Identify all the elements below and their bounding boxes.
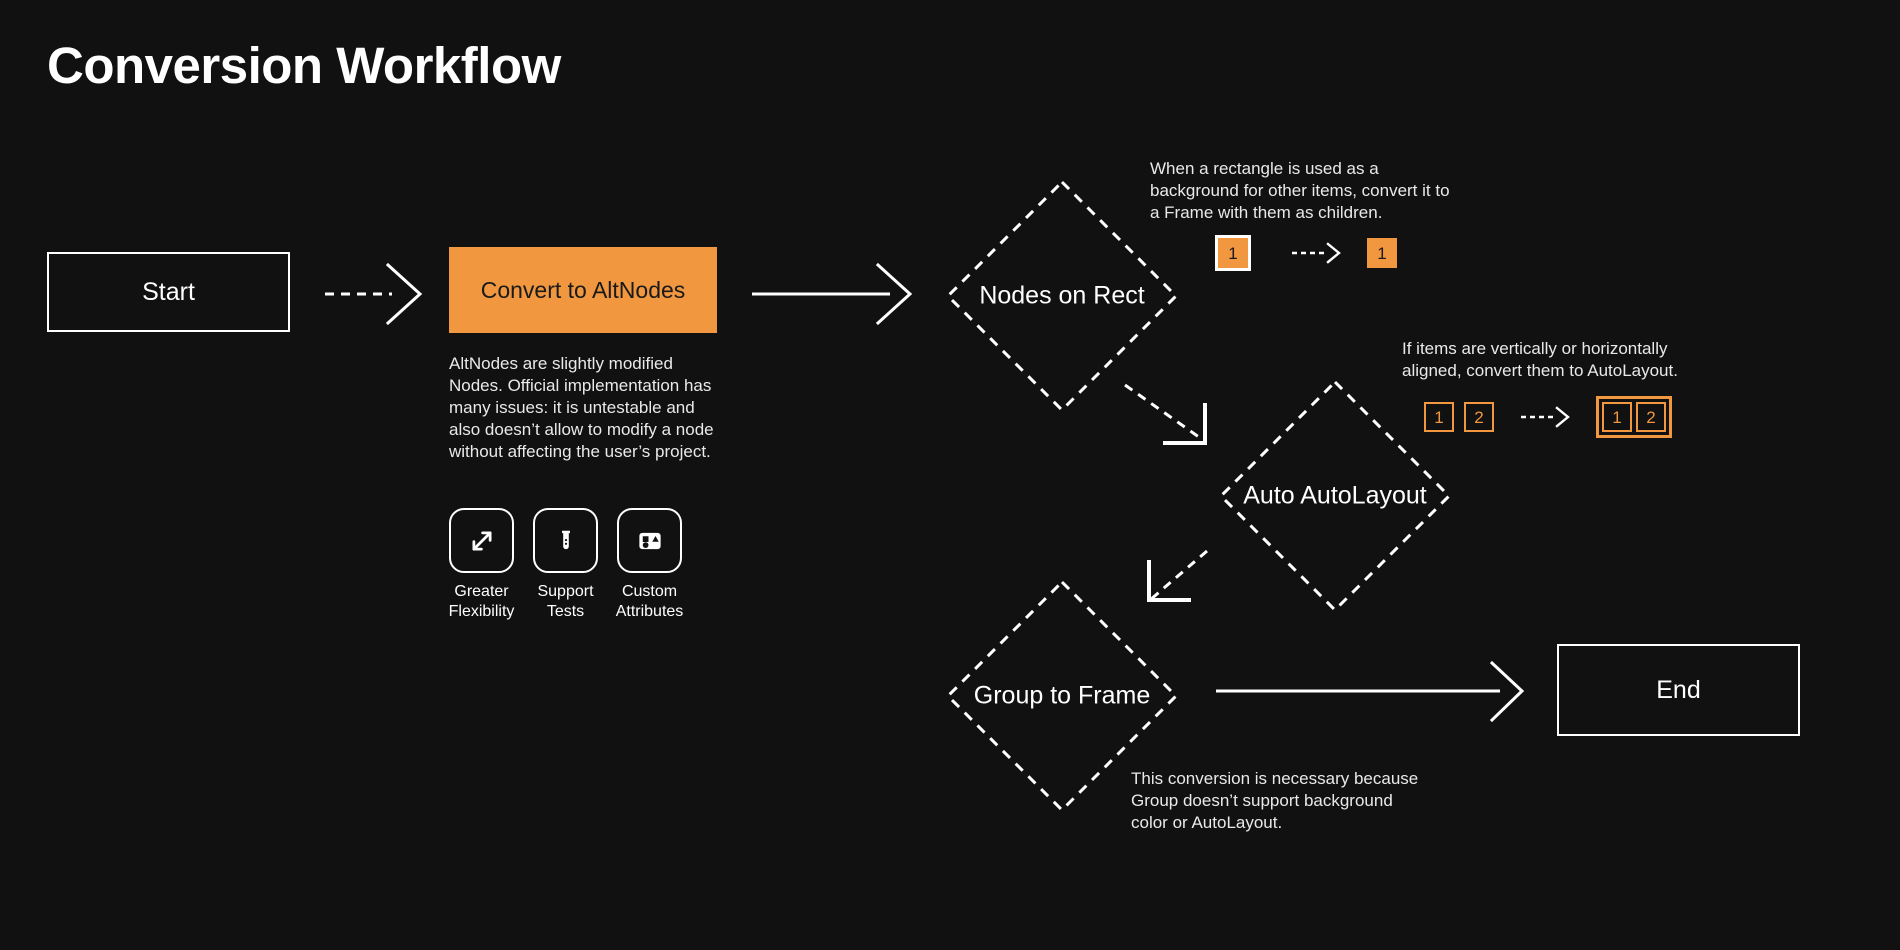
feature-custom-attributes[interactable]: Custom Attributes <box>615 508 684 622</box>
connector-convert-to-nodes-on-rect <box>752 262 913 326</box>
badge-before-2: 2 <box>1464 402 1494 432</box>
node-auto-autolayout-label: Auto AutoLayout <box>1243 481 1427 510</box>
badge-before-1: 1 <box>1215 235 1251 271</box>
node-auto-autolayout[interactable]: Auto AutoLayout <box>1217 378 1453 614</box>
connector-group-to-frame-to-end <box>1216 660 1525 723</box>
node-group-to-frame-label: Group to Frame <box>973 681 1151 710</box>
node-group-to-frame[interactable]: Group to Frame <box>944 578 1180 814</box>
node-end-label: End <box>1656 675 1701 704</box>
feature-list: Greater Flexibility Support Tests <box>449 508 684 622</box>
node-nodes-on-rect[interactable]: Nodes on Rect <box>944 178 1180 414</box>
node-start[interactable]: Start <box>47 252 290 332</box>
node-end[interactable]: End <box>1557 644 1800 736</box>
badge-after-group: 1 2 <box>1596 396 1672 438</box>
feature-chip <box>449 508 514 573</box>
feature-support-tests[interactable]: Support Tests <box>533 508 598 622</box>
feature-label: Custom Attributes <box>615 583 684 620</box>
page-title: Conversion Workflow <box>47 37 561 94</box>
feature-greater-flexibility[interactable]: Greater Flexibility <box>449 508 514 622</box>
note-nodes-on-rect: When a rectangle is used as a background… <box>1150 159 1450 222</box>
badge-illustration-auto-autolayout: 1 2 1 2 <box>1424 396 1672 438</box>
convert-description-text: AltNodes are slightly modified Nodes. Of… <box>449 354 714 461</box>
feature-chip <box>533 508 598 573</box>
note-group-to-frame: This conversion is necessary because Gro… <box>1131 769 1419 832</box>
node-convert-to-altnodes[interactable]: Convert to AltNodes <box>449 247 717 333</box>
badge-transform-arrow-icon <box>1292 242 1341 264</box>
node-start-label: Start <box>142 277 195 306</box>
badge-transform-arrow-icon <box>1521 406 1570 428</box>
badge-illustration-nodes-on-rect: 1 1 <box>1215 235 1397 271</box>
badge-after-1: 1 <box>1602 402 1632 432</box>
note-auto-autolayout: If items are vertically or horizontally … <box>1402 339 1678 380</box>
expand-arrows-icon <box>472 531 491 550</box>
badge-before-1: 1 <box>1424 402 1454 432</box>
connector-start-to-convert <box>325 262 423 326</box>
node-nodes-on-rect-label: Nodes on Rect <box>979 281 1145 310</box>
shapes-attributes-icon <box>638 532 661 549</box>
feature-label: Greater Flexibility <box>448 583 515 620</box>
badge-after-2: 2 <box>1636 402 1666 432</box>
node-convert-label: Convert to AltNodes <box>480 276 686 303</box>
feature-label: Support Tests <box>537 583 594 620</box>
badge-after-1: 1 <box>1367 238 1397 268</box>
test-tube-icon <box>561 530 570 549</box>
feature-chip <box>617 508 682 573</box>
